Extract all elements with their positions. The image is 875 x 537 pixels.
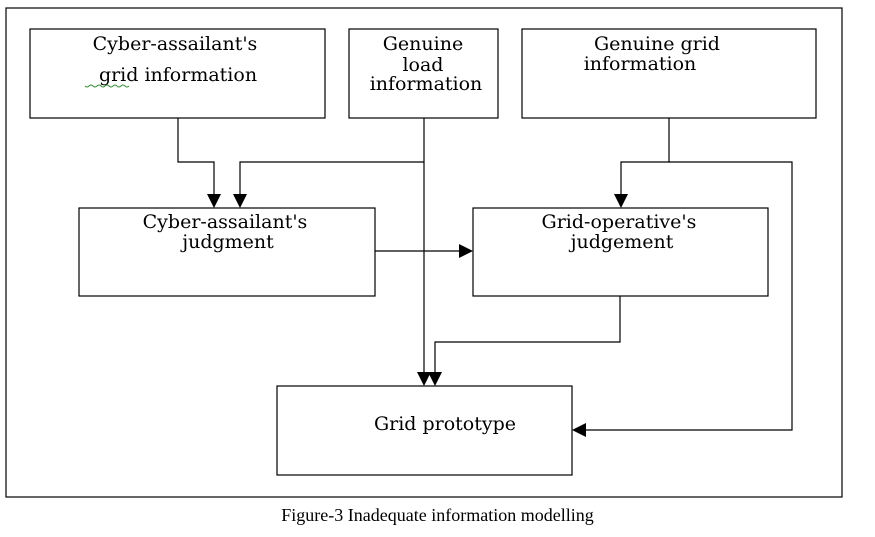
grid-prototype-line-1: Grid prototype — [374, 413, 516, 435]
diagram-frame — [5, 7, 843, 498]
genuine-load-box — [348, 28, 499, 119]
edge-gridjudgement-to-prototype — [428, 296, 621, 386]
edge-gridinfo-to-prototype — [572, 161, 793, 437]
svg-text:Grid-operative's judgement: Grid-operative's judgement — [542, 211, 703, 253]
grid-judgement-line-2: judgement — [569, 231, 674, 253]
cyber-grid-info-line-2: grid information — [99, 64, 257, 86]
genuine-grid-line-1: Genuine grid — [594, 33, 720, 55]
svg-text:Cyber-assailant's grid inf: Cyber-assailant's grid information — [93, 33, 264, 86]
genuine-grid-box — [521, 28, 817, 119]
svg-text:Genuine grid information: Genuine grid information — [584, 33, 726, 75]
grid-judgement-line-1: Grid-operative's — [542, 211, 697, 233]
genuine-load-line-1: Genuine — [383, 33, 463, 55]
cyber-judgment-line-2: judgment — [180, 231, 274, 253]
genuine-grid-line-2: information — [584, 53, 697, 75]
cyber-grid-info-line-1: Cyber-assailant's — [93, 33, 258, 55]
cyber-judgment-line-1: Cyber-assailant's — [143, 211, 308, 233]
figure-caption: Figure-3 Inadequate information modellin… — [281, 505, 594, 525]
genuine-load-line-3: information — [370, 73, 483, 95]
genuine-load-line-2: load — [402, 54, 443, 76]
cyber-grid-info-box — [29, 28, 326, 119]
svg-text:Grid prototype: Grid prototype — [374, 413, 516, 435]
edge-cyberinfo-to-cyberjudgment — [177, 118, 221, 208]
cyber-judgment-box — [78, 207, 376, 297]
edge-gridinfo-to-gridjudgement — [614, 118, 670, 208]
grid-prototype-box — [276, 385, 573, 476]
edge-load-to-cyberjudgment — [233, 161, 424, 208]
spellcheck-underline — [84, 84, 130, 88]
svg-text:Genuine load informati: Genuine load information — [370, 33, 483, 95]
svg-text:Cyber-assailant's judgment: Cyber-assailant's judgment — [143, 211, 314, 253]
